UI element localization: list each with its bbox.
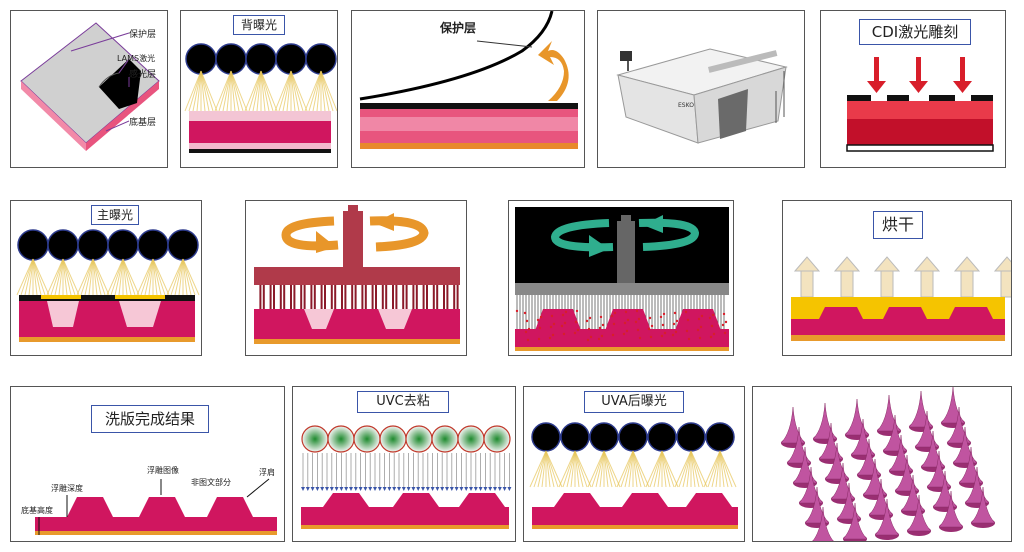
panel-remove-protective: 保护层 [351,10,585,168]
shoulder-label: 浮肩 [259,468,275,477]
lams-layer-label: LAMS激光 [117,54,156,63]
protective-layer-label: 保护层 [129,30,157,40]
relief-depth-label: 浮雕深度 [51,484,83,493]
panel-brushing-rotation [508,200,734,356]
panel-uva-post-exposure: UVA后曝光 [523,386,745,542]
remove-protective-illustration [359,11,578,149]
back-exposure-illustration [184,41,337,153]
non-image-label: 非图文部分 [191,478,231,487]
cdi-laser-label: CDI激光雕刻 [859,19,971,45]
brushing-rotation-illustration [515,207,729,351]
uva-post-exposure-label: UVA后曝光 [584,391,684,413]
uvc-detack-label: UVC去粘 [357,391,449,413]
drying-illustration [791,256,1011,341]
washing-rotation-illustration [254,205,460,344]
exposure-machine-illustration: ESKO [616,48,788,144]
main-exposure-illustration [16,229,200,342]
dot-cones-illustration [780,387,996,541]
main-exposure-label: 主曝光 [91,205,139,225]
sensitive-layer-label: 感光层 [129,70,157,80]
panel-washing-rotation [245,200,467,356]
panel-washout-result: 洗版完成结果 浮雕图像 浮雕深度 非图文部分 浮肩 底基高度 [10,386,285,542]
washout-result-illustration [35,478,277,535]
panel-drying: 烘干 [782,200,1012,356]
cdi-laser-illustration [846,57,994,152]
protective-layer-label: 保护层 [440,21,477,35]
relief-image-label: 浮雕图像 [147,466,179,475]
uvc-detack-illustration [301,425,512,529]
panel-back-exposure: 背曝光 [180,10,338,168]
back-exposure-label: 背曝光 [233,15,285,35]
panel-dot-cones [752,386,1012,542]
panel-uvc-detack: UVC去粘 [292,386,516,542]
base-layer-label: 底基层 [129,118,157,128]
panel-plate-layers: 保护层 LAMS激光 感光层 底基层 [10,10,168,168]
drying-label: 烘干 [873,211,923,239]
panel-cdi-laser: CDI激光雕刻 [820,10,1006,168]
washout-result-label: 洗版完成结果 [91,405,209,433]
panel-main-exposure: 主曝光 [10,200,202,356]
plate-layers-illustration [20,22,160,151]
panel-exposure-machine: ESKO [597,10,805,168]
uva-post-exposure-illustration [529,422,738,529]
device-brand-text: ESKO [678,102,694,109]
base-height-label: 底基高度 [21,506,53,515]
